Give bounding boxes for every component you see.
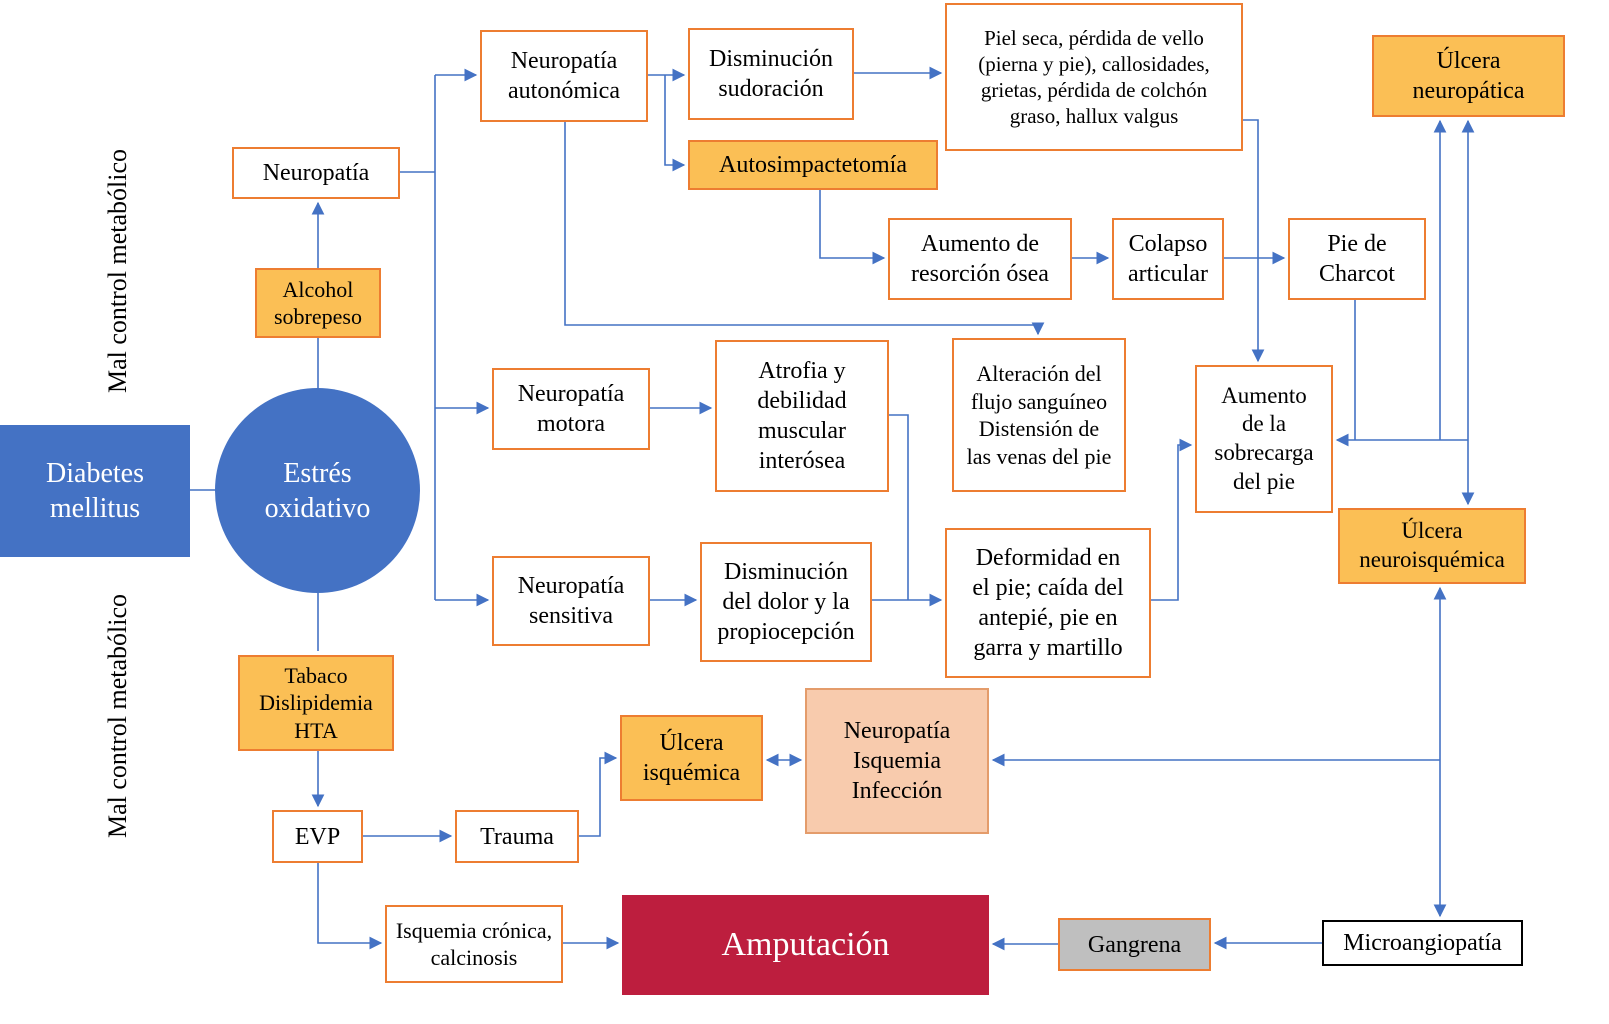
- node-tabaco-dislipidemia-hta: Tabaco Dislipidemia HTA: [238, 655, 394, 751]
- node-evp: EVP: [272, 810, 363, 863]
- node-aumento-sobrecarga-pie: Aumento de la sobrecarga del pie: [1195, 365, 1333, 513]
- node-atrofia-debilidad-muscular: Atrofia y debilidad muscular interósea: [715, 340, 889, 492]
- node-ulcera-neuroisquemica: Úlcera neuroisquémica: [1338, 508, 1526, 584]
- node-disminucion-sudoracion: Disminución sudoración: [688, 28, 854, 120]
- node-piel-seca: Piel seca, pérdida de vello (pierna y pi…: [945, 3, 1243, 151]
- node-isquemia-cronica-calcinosis: Isquemia crónica, calcinosis: [385, 905, 563, 983]
- side-label-mal-control-top: Mal control metabólico: [103, 148, 132, 394]
- node-aumento-resorcion-osea: Aumento de resorción ósea: [888, 218, 1072, 300]
- node-neuropatia-sensitiva: Neuropatía sensitiva: [492, 556, 650, 646]
- node-amputacion: Amputación: [622, 895, 989, 995]
- node-estres-oxidativo: Estrés oxidativo: [215, 388, 420, 593]
- node-trauma: Trauma: [455, 810, 579, 863]
- node-ulcera-isquemica: Úlcera isquémica: [620, 715, 763, 801]
- node-gangrena: Gangrena: [1058, 918, 1211, 971]
- node-neuropatia-isquemia-infeccion: Neuropatía Isquemia Infección: [805, 688, 989, 834]
- node-autosimpactetomia: Autosimpactetomía: [688, 140, 938, 190]
- node-ulcera-neuropatica: Úlcera neuropática: [1372, 35, 1565, 117]
- node-pie-de-charcot: Pie de Charcot: [1288, 218, 1426, 300]
- node-alcohol-sobrepeso: Alcohol sobrepeso: [255, 268, 381, 338]
- node-colapso-articular: Colapso articular: [1112, 218, 1224, 300]
- node-deformidad-pie: Deformidad en el pie; caída del antepié,…: [945, 528, 1151, 678]
- node-neuropatia: Neuropatía: [232, 147, 400, 199]
- node-diabetes-mellitus: Diabetes mellitus: [0, 425, 190, 557]
- node-neuropatia-motora: Neuropatía motora: [492, 368, 650, 450]
- side-label-mal-control-bottom: Mal control metabólico: [103, 593, 132, 839]
- node-alteracion-flujo-sanguineo: Alteración del flujo sanguíneo Distensió…: [952, 338, 1126, 492]
- node-disminucion-dolor-propiocepcion: Disminución del dolor y la propiocepción: [700, 542, 872, 662]
- node-microangiopatia: Microangiopatía: [1322, 920, 1523, 966]
- node-neuropatia-autonomica: Neuropatía autonómica: [480, 30, 648, 122]
